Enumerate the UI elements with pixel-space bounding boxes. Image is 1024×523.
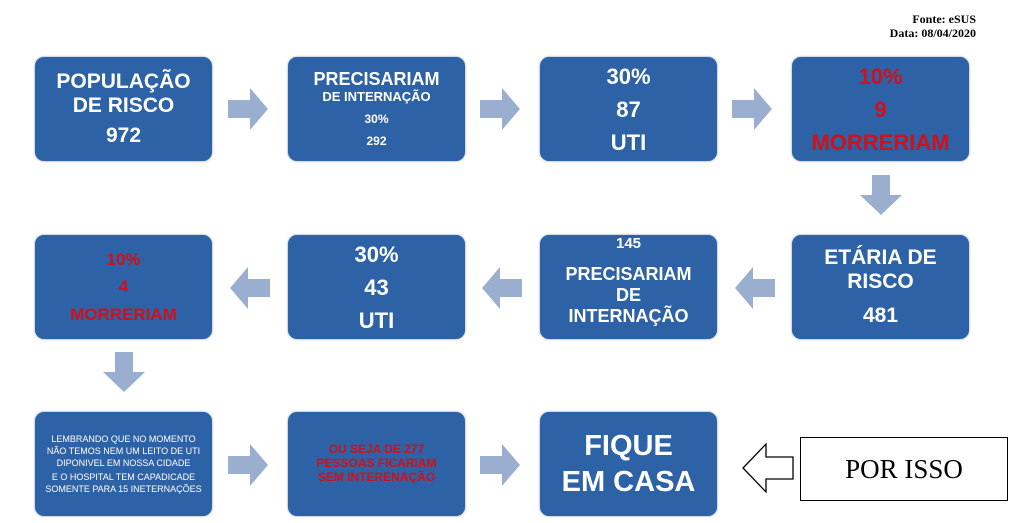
arrow-right-icon bbox=[732, 88, 772, 130]
arrow-right-icon bbox=[480, 88, 520, 130]
box-line: DE RISCO bbox=[72, 93, 175, 117]
box-uti-87: 30% 87 UTI bbox=[540, 57, 717, 161]
box-value: 292 bbox=[366, 133, 387, 148]
box-line: MORRERIAM bbox=[811, 129, 950, 155]
box-line: EM CASA bbox=[561, 466, 696, 498]
box-percent: 30% bbox=[606, 63, 651, 89]
box-value: 972 bbox=[105, 124, 142, 148]
box-value: 9 bbox=[874, 96, 887, 122]
box-line: PRECISARIAM bbox=[313, 69, 440, 90]
box-line: E O HOSPITAL TEM CAPADICADE bbox=[51, 472, 196, 483]
box-line: DIPONIVEL EM NOSSA CIDADE bbox=[56, 457, 191, 468]
box-line: POPULAÇÃO bbox=[56, 69, 191, 93]
box-precisariam-145: 145 PRECISARIAM DE INTERNAÇÃO bbox=[540, 235, 717, 339]
box-line: UTI bbox=[358, 307, 395, 333]
box-line: INTERNAÇÃO bbox=[568, 305, 689, 326]
box-percent: 30% bbox=[364, 112, 389, 127]
box-percent: 10% bbox=[858, 63, 903, 89]
box-value: 43 bbox=[364, 274, 389, 300]
box-line: ETÁRIA DE bbox=[824, 245, 937, 269]
box-line: PESSOAS FICARIAM bbox=[316, 456, 437, 471]
box-line: LEMBRANDO QUE NO MOMENTO bbox=[51, 433, 196, 444]
box-line: PRECISARIAM bbox=[565, 264, 692, 285]
box-line: MORRERIAM bbox=[70, 304, 177, 324]
box-etaria-risco: ETÁRIA DE RISCO 481 bbox=[792, 235, 969, 339]
por-isso-box: POR ISSO bbox=[800, 437, 1008, 501]
box-line: UTI bbox=[610, 129, 647, 155]
arrow-left-icon bbox=[482, 267, 522, 309]
box-value: 4 bbox=[118, 277, 129, 297]
box-line: DE INTERNAÇÃO bbox=[322, 89, 431, 105]
arrow-left-icon bbox=[735, 267, 775, 309]
arrow-down-icon bbox=[103, 352, 145, 392]
box-precisariam-internacao: PRECISARIAM DE INTERNAÇÃO 30% 292 bbox=[288, 57, 465, 161]
source-note: Fonte: eSUS Data: 08/04/2020 bbox=[890, 12, 976, 41]
box-value: 87 bbox=[616, 96, 641, 122]
box-value: 481 bbox=[862, 304, 899, 328]
box-line: SEM INTERENAÇÃO bbox=[317, 469, 436, 484]
arrow-left-icon bbox=[230, 267, 270, 309]
box-line: OU SEJA DE 277 bbox=[328, 442, 425, 457]
box-percent: 10% bbox=[106, 250, 141, 270]
box-value: 145 bbox=[615, 235, 642, 252]
outline-arrow-left-icon bbox=[742, 443, 794, 493]
box-uti-43: 30% 43 UTI bbox=[288, 235, 465, 339]
box-ou-seja-277: OU SEJA DE 277 PESSOAS FICARIAM SEM INTE… bbox=[288, 412, 465, 516]
box-line: NÃO TEMOS NEM UM LEITO DE UTI bbox=[46, 445, 201, 456]
box-percent: 30% bbox=[354, 241, 399, 267]
box-line: RISCO bbox=[847, 269, 914, 293]
box-lembrando: LEMBRANDO QUE NO MOMENTO NÃO TEMOS NEM U… bbox=[35, 412, 212, 516]
box-populacao-risco: POPULAÇÃO DE RISCO 972 bbox=[35, 57, 212, 161]
arrow-right-icon bbox=[228, 444, 268, 486]
box-line: FIQUE bbox=[584, 429, 673, 462]
arrow-right-icon bbox=[228, 88, 268, 130]
date-label: Data: 08/04/2020 bbox=[889, 26, 976, 41]
arrow-down-icon bbox=[860, 175, 902, 215]
box-line: SOMENTE PARA 15 INETERNAÇÕES bbox=[45, 484, 202, 495]
arrow-right-icon bbox=[480, 444, 520, 486]
box-morreriam-9: 10% 9 MORRERIAM bbox=[792, 57, 969, 161]
box-line: DE bbox=[615, 284, 641, 305]
box-morreriam-4: 10% 4 MORRERIAM bbox=[35, 235, 212, 339]
source-label: Fonte: eSUS bbox=[912, 12, 976, 26]
box-fique-em-casa: FIQUE EM CASA bbox=[540, 412, 717, 516]
